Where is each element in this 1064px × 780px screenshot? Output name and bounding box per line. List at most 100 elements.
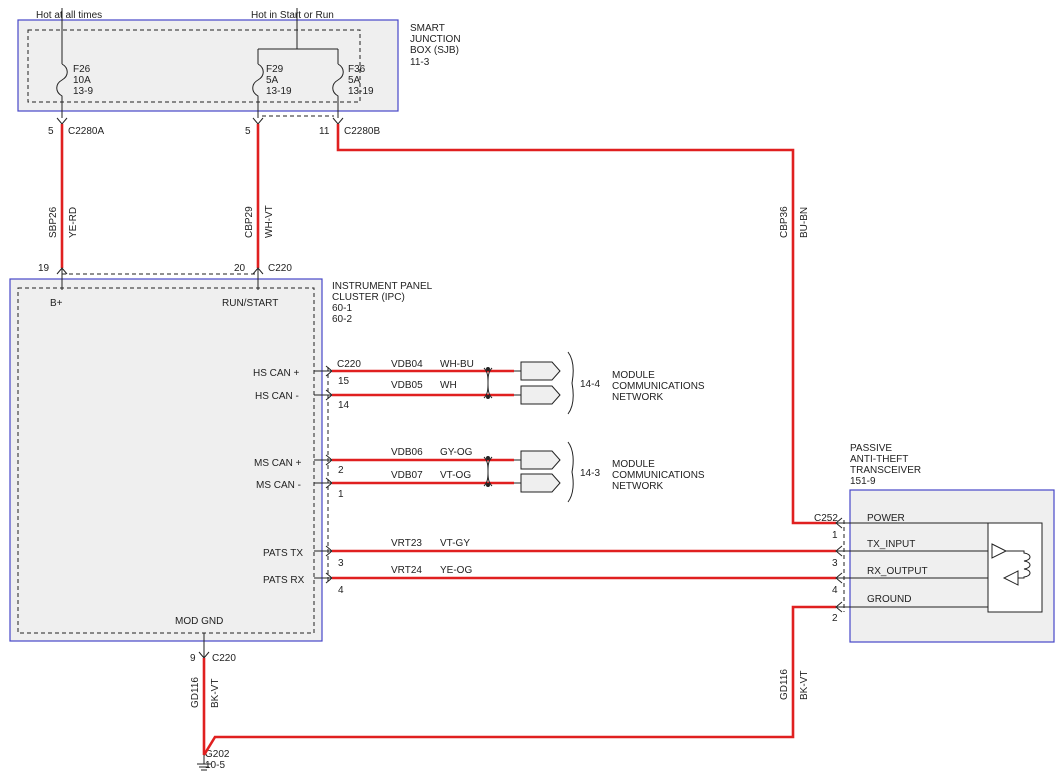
fuse-f29-name: F29 bbox=[266, 64, 284, 75]
network-ms-line1: MODULE bbox=[612, 459, 655, 470]
pats-pin-1-chevron bbox=[835, 517, 988, 529]
network-hs-line3: NETWORK bbox=[612, 392, 663, 403]
sjb-pin-2-number: 5 bbox=[245, 126, 251, 137]
pats-pin-4-number: 4 bbox=[832, 585, 838, 596]
signal-ms-can-plus-circuit: VDB06 bbox=[391, 447, 423, 458]
ipc-side-connector: C220 bbox=[337, 359, 361, 370]
fuse-f36-symbol bbox=[332, 63, 344, 118]
pats-pin-3-chevron bbox=[835, 545, 992, 557]
signal-pats-tx-label: PATS TX bbox=[263, 548, 303, 559]
fuse-f26-amps: 10A bbox=[73, 75, 91, 86]
sjb-title-line1: SMART bbox=[410, 23, 445, 34]
fuse-f29-symbol bbox=[252, 63, 264, 118]
sjb-pin-1-connector: C2280A bbox=[68, 126, 104, 137]
ipc-ref1: 60-1 bbox=[332, 303, 352, 314]
pats-title-line1: PASSIVE bbox=[850, 443, 892, 454]
ipc-pin-19-chevron bbox=[56, 267, 68, 290]
ipc-mod-gnd-label: MOD GND bbox=[175, 616, 223, 627]
network-connector-ms-plus bbox=[520, 450, 561, 470]
supply-hot-all-times: Hot at all times bbox=[36, 10, 102, 21]
signal-pats-rx-color: YE-OG bbox=[440, 565, 472, 576]
wire-cbp36-color: BU-BN bbox=[799, 207, 810, 238]
wire-cbp36-circuit: CBP36 bbox=[779, 206, 790, 238]
wire-cbp29-circuit: CBP29 bbox=[244, 206, 255, 238]
signal-pats-tx-circuit: VRT23 bbox=[391, 538, 422, 549]
fuse-f26-symbol bbox=[56, 63, 68, 118]
ipc-pin-20-chevron bbox=[252, 267, 264, 290]
network-connector-hs-plus bbox=[520, 361, 561, 381]
wire-sbp26-color: YE-RD bbox=[68, 207, 79, 238]
signal-pats-rx-label: PATS RX bbox=[263, 575, 305, 586]
pats-title-line2: ANTI-THEFT bbox=[850, 454, 908, 465]
signal-ms-can-plus-pin: 2 bbox=[338, 465, 344, 476]
network-brace-hs bbox=[567, 351, 574, 415]
signal-hs-can-plus-label: HS CAN + bbox=[253, 368, 300, 379]
pats-pin-1-label: POWER bbox=[867, 513, 905, 524]
pats-pin-2-number: 2 bbox=[832, 613, 838, 624]
signal-pats-tx-color: VT-GY bbox=[440, 538, 470, 549]
signal-ms-can-plus-color: GY-OG bbox=[440, 447, 473, 458]
network-connector-hs-minus bbox=[520, 385, 561, 405]
pats-tx-amp-icon bbox=[991, 543, 1008, 559]
signal-hs-can-minus-circuit: VDB05 bbox=[391, 380, 423, 391]
fuse-f26-name: F26 bbox=[73, 64, 91, 75]
sjb-pin-3-connector: C2280B bbox=[344, 126, 380, 137]
network-brace-ms bbox=[567, 441, 574, 503]
wire-gd116-ipc-circuit: GD116 bbox=[190, 677, 201, 708]
network-connector-ms-minus bbox=[520, 473, 561, 493]
sjb-pin-1-number: 5 bbox=[48, 126, 54, 137]
ipc-pin-bplus-label: B+ bbox=[50, 298, 63, 309]
ground-name: G202 bbox=[205, 749, 230, 760]
pats-pin-2-label: GROUND bbox=[867, 594, 911, 605]
twisted-pair-hs-can bbox=[483, 367, 493, 399]
ground-ref: 10-5 bbox=[205, 760, 225, 771]
fuse-f26-ref: 13-9 bbox=[73, 86, 93, 97]
network-ms-ref: 14-3 bbox=[580, 468, 600, 479]
sjb-box bbox=[17, 19, 399, 112]
wire-gd116-ipc-color: BK-VT bbox=[210, 679, 221, 708]
signal-pats-tx-pin: 3 bbox=[338, 558, 344, 569]
signal-ms-can-minus-circuit: VDB07 bbox=[391, 470, 423, 481]
signal-hs-can-minus-color: WH bbox=[440, 380, 457, 391]
ipc-pin-9-connector: C220 bbox=[212, 653, 236, 664]
signal-row-pats-rx: 4 VRT24 YE-OG bbox=[314, 565, 836, 596]
pats-ref: 151-9 bbox=[850, 476, 876, 487]
pats-pin-3-label: TX_INPUT bbox=[867, 539, 915, 550]
sjb-title-line2: JUNCTION bbox=[410, 34, 461, 45]
sjb-pin-3-chevron bbox=[332, 117, 344, 125]
sjb-pin-2-chevron bbox=[252, 117, 264, 125]
supply-hot-start-run: Hot in Start or Run bbox=[251, 10, 334, 21]
fuse-f36-name: F36 bbox=[348, 64, 366, 75]
pats-pin-1-number: 1 bbox=[832, 530, 838, 541]
signal-row-ms-can-plus: 2 VDB06 GY-OG bbox=[314, 447, 514, 476]
network-ms-line3: NETWORK bbox=[612, 481, 663, 492]
pats-pin-4-chevron bbox=[835, 572, 1004, 584]
pats-transceiver-module bbox=[987, 522, 1043, 613]
pats-pin-3-number: 3 bbox=[832, 558, 838, 569]
signal-ms-can-minus-pin: 1 bbox=[338, 489, 344, 500]
sjb-inner-outline bbox=[27, 29, 361, 103]
wire-cbp36 bbox=[336, 124, 836, 525]
ipc-title-line1: INSTRUMENT PANEL bbox=[332, 281, 433, 292]
network-hs-line1: MODULE bbox=[612, 370, 655, 381]
signal-pats-rx-pin: 4 bbox=[338, 585, 344, 596]
wire-sbp26-circuit: SBP26 bbox=[48, 206, 59, 238]
wire-cbp29-color: WH-VT bbox=[264, 205, 275, 238]
sjb-pin-1-chevron bbox=[56, 117, 68, 125]
ipc-pin-9-number: 9 bbox=[190, 653, 196, 664]
ipc-title-line2: CLUSTER (IPC) bbox=[332, 292, 405, 303]
signal-ms-can-minus-color: VT-OG bbox=[440, 470, 471, 481]
fuse-f29-ref: 13-19 bbox=[266, 86, 292, 97]
network-hs-ref: 14-4 bbox=[580, 379, 600, 390]
signal-ms-can-plus-label: MS CAN + bbox=[254, 458, 302, 469]
pats-coil-icon bbox=[1006, 550, 1031, 579]
sjb-pin-3-number: 11 bbox=[319, 126, 330, 137]
signal-ms-can-minus-label: MS CAN - bbox=[256, 480, 301, 491]
fuse-f36-amps: 5A bbox=[348, 75, 361, 86]
network-ms-line2: COMMUNICATIONS bbox=[612, 470, 705, 481]
signal-hs-can-minus-pin: 14 bbox=[338, 400, 350, 411]
signal-row-ms-can-minus: 1 VDB07 VT-OG bbox=[314, 470, 514, 500]
twisted-pair-ms-can bbox=[483, 456, 493, 487]
signal-pats-rx-circuit: VRT24 bbox=[391, 565, 422, 576]
fuse-f36-ref: 13-19 bbox=[348, 86, 374, 97]
